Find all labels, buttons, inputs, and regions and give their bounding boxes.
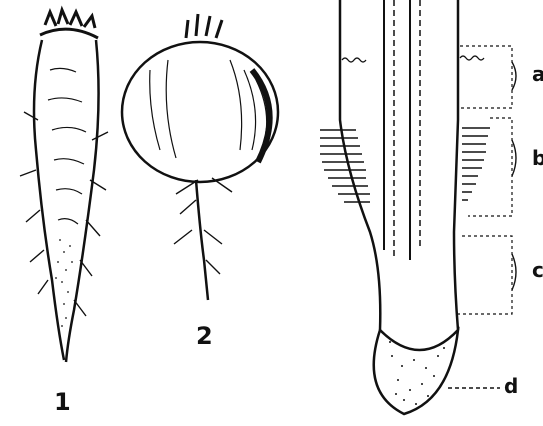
part-label-d: d xyxy=(504,374,518,398)
root-hairs-left xyxy=(342,58,366,62)
figure-number-1: 1 xyxy=(54,388,71,416)
root-hairs-right xyxy=(460,56,484,60)
carrot-crown xyxy=(40,29,98,38)
figure-number-2: 2 xyxy=(196,322,213,350)
carrot-body-left xyxy=(34,40,64,360)
section-outer-left xyxy=(340,0,380,330)
part-label-b: b xyxy=(532,146,543,170)
beet-hatching xyxy=(150,60,267,158)
carrot-rootlets xyxy=(20,112,108,316)
zone-b-shading-left xyxy=(320,130,370,202)
part-label-c: c xyxy=(532,258,543,282)
root-section xyxy=(320,0,516,414)
taproot-carrot xyxy=(20,10,108,362)
bracket-b xyxy=(468,118,512,216)
bracket-a xyxy=(460,46,512,108)
taproot-beet xyxy=(122,14,278,300)
part-label-a: a xyxy=(532,62,543,86)
beet-leaf-stubs xyxy=(186,14,222,38)
zone-b-shading-right xyxy=(462,128,490,200)
carrot-stipple xyxy=(55,239,73,327)
beet-dark-side xyxy=(252,70,270,162)
bracket-c xyxy=(458,236,512,314)
beet-tail xyxy=(196,180,208,300)
carrot-body-right xyxy=(66,40,99,362)
root-cap xyxy=(374,330,458,414)
section-outer-right xyxy=(454,0,458,330)
carrot-leaf-stubs xyxy=(45,10,95,28)
